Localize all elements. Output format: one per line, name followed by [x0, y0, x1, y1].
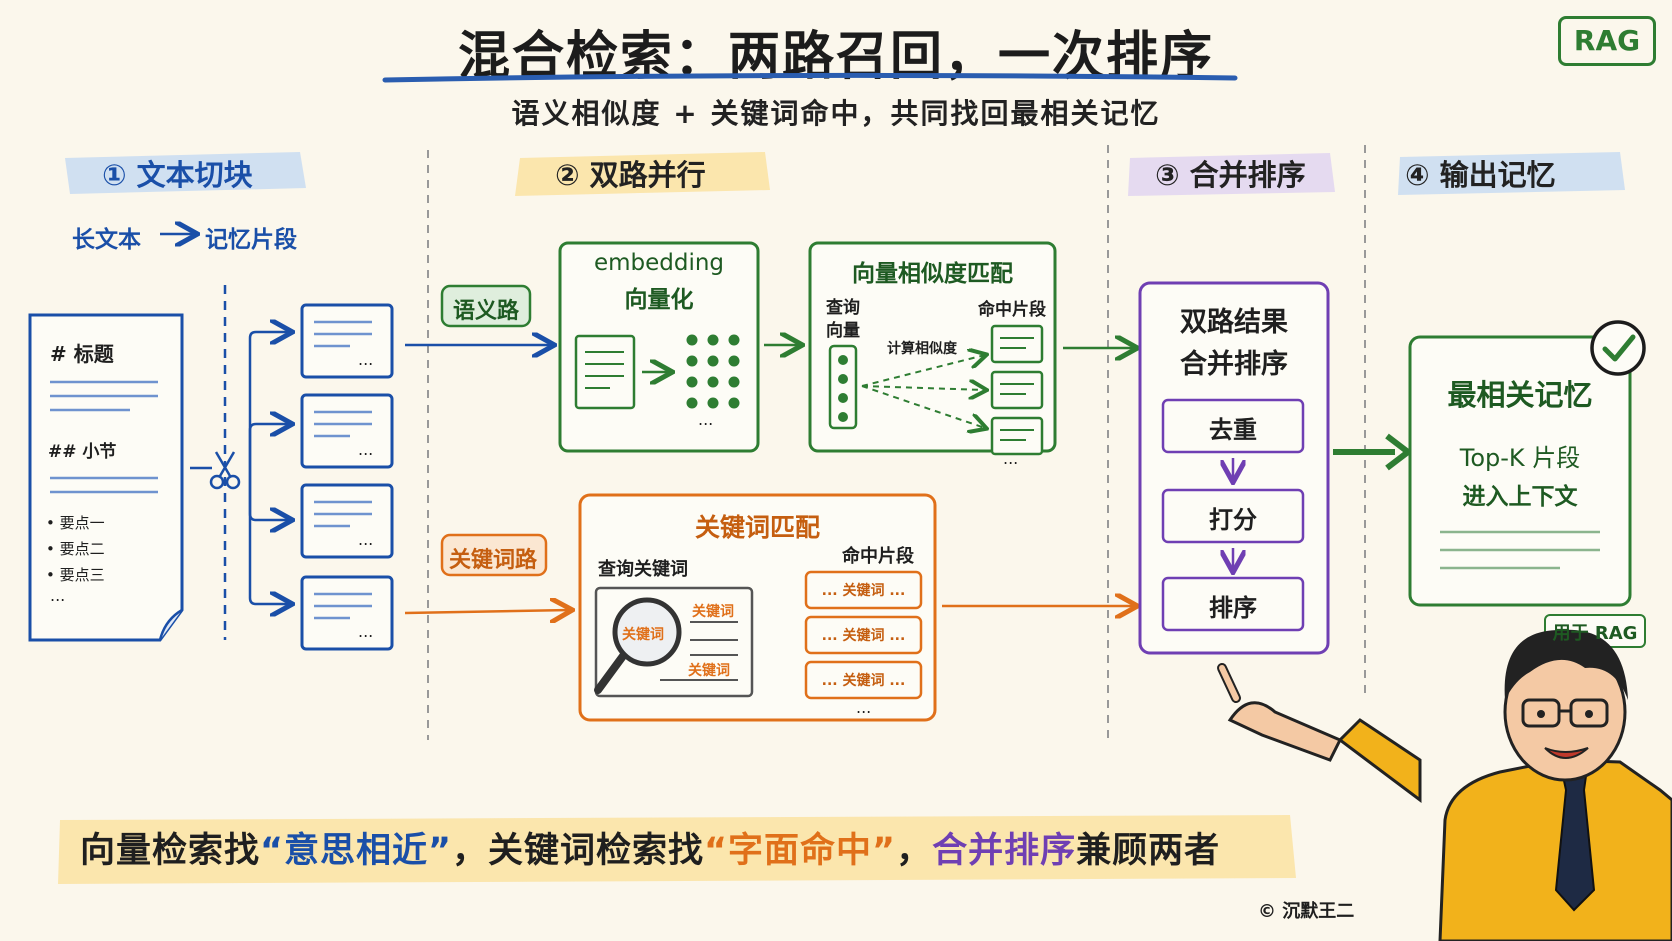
- title-underline: [382, 72, 1238, 83]
- summary-highlight-merge: 合并排序: [932, 831, 1077, 871]
- doc-point: • 要点二: [46, 540, 105, 558]
- doc-subheading: ## 小节: [48, 442, 117, 462]
- step-4-index: ④: [1405, 158, 1430, 192]
- embedding-more: ...: [698, 410, 714, 429]
- output-line-1: Top-K 片段: [1459, 444, 1581, 472]
- summary-highlight-keyword: “字面命中”: [704, 831, 897, 871]
- keyword-hit-label: 命中片段: [842, 546, 914, 567]
- step-band-2: [515, 152, 770, 196]
- keyword-match-title: 关键词匹配: [694, 513, 820, 542]
- step-band-4: [1398, 152, 1625, 195]
- step-3-index: ③: [1155, 158, 1180, 192]
- rag-badge: RAG: [1558, 16, 1656, 66]
- keyword-tag: 关键词: [622, 627, 664, 643]
- chunk-more: ...: [358, 622, 374, 641]
- scissors-icon: [209, 451, 241, 490]
- step-1-index: ①: [102, 158, 127, 192]
- keyword-hit-text: ... 关键词 ...: [821, 628, 906, 644]
- doc-more: ...: [50, 586, 66, 605]
- chunk-branch: [248, 332, 290, 468]
- credit: © 沉默王二: [1258, 901, 1355, 922]
- summary-part: ，: [896, 831, 933, 871]
- keyword-route-tag: [440, 533, 548, 577]
- magnifier-icon: [594, 597, 682, 694]
- doc-point: • 要点三: [46, 566, 105, 584]
- chunk-card: [300, 303, 394, 379]
- merge-op-sort: 排序: [1209, 594, 1257, 622]
- doc-heading: # 标题: [50, 342, 114, 366]
- chunk-card: [300, 393, 394, 469]
- merge-op-box: [1161, 398, 1305, 454]
- output-line-2: 进入上下文: [1462, 484, 1578, 510]
- step-2-label: ② 双路并行: [555, 152, 706, 194]
- step-1-label: ①① 文本切块: [102, 152, 253, 194]
- keyword-hit-card: [804, 615, 923, 655]
- step-1-text: 文本切块: [136, 158, 253, 192]
- chunk-card: [300, 483, 394, 559]
- semantic-hit-more: ...: [1003, 449, 1019, 468]
- page-subtitle: 语义相似度 + 关键词命中，共同找回最相关记忆: [511, 97, 1161, 130]
- merge-op-score: 打分: [1209, 506, 1257, 534]
- bottom-summary: 向量检索找“意思相近”，关键词检索找“字面命中”，合并排序兼顾两者: [80, 822, 1220, 873]
- keyword-tag: 关键词: [692, 604, 734, 620]
- merge-title-line-1: 双路结果: [1180, 307, 1288, 338]
- check-icon: [1590, 320, 1646, 376]
- chunk-more: ...: [358, 440, 374, 459]
- step-3-text: 合并排序: [1189, 158, 1306, 192]
- presenter-illustration: [1217, 629, 1672, 941]
- caption-to: 记忆片段: [205, 227, 297, 253]
- vector-match-title: 向量相似度匹配: [852, 261, 1013, 287]
- keyword-hit-text: ... 关键词 ...: [821, 673, 906, 689]
- step-band-3: [1128, 153, 1335, 196]
- compute-similarity-label: 计算相似度: [887, 341, 957, 357]
- semantic-hit-label: 命中片段: [978, 300, 1046, 320]
- keyword-route-arrow: [404, 610, 570, 613]
- vector-dots-icon: [686, 334, 740, 409]
- keyword-route-label: 关键词路: [449, 548, 538, 573]
- keyword-hit-card: [804, 660, 923, 700]
- step-2-text: 双路并行: [589, 158, 706, 192]
- step-band-1: [65, 152, 306, 194]
- step-4-label: ④ 输出记忆: [1405, 152, 1556, 194]
- chunk-more: ...: [358, 530, 374, 549]
- semantic-hit-card: [990, 416, 1044, 456]
- summary-highlight-semantic: “意思相近”: [260, 831, 453, 871]
- step-4-text: 输出记忆: [1439, 158, 1556, 192]
- chunk-card: [300, 575, 394, 651]
- step-3-label: ③ 合并排序: [1155, 152, 1306, 194]
- keyword-tag: 关键词: [688, 663, 730, 679]
- keyword-hit-text: ... 关键词 ...: [821, 583, 906, 599]
- caption-from: 长文本: [72, 227, 141, 253]
- query-vector-label: 查询: [826, 298, 860, 318]
- bottom-banner-band: [58, 815, 1296, 884]
- long-document-icon: [28, 313, 184, 642]
- embedding-title-zh: 向量化: [624, 287, 694, 313]
- merge-op-dedupe: 去重: [1209, 416, 1257, 444]
- keyword-query-label: 查询关键词: [598, 559, 688, 580]
- merge-op-box: [1161, 576, 1305, 632]
- query-vector-label: 向量: [826, 321, 860, 341]
- summary-part: ，关键词检索找: [452, 831, 705, 871]
- keyword-hit-more: ...: [856, 698, 872, 717]
- summary-part: 兼顾两者: [1076, 831, 1221, 871]
- semantic-route-label: 语义路: [453, 299, 520, 324]
- output-box: [1408, 335, 1632, 607]
- chunk-more: ...: [358, 350, 374, 369]
- semantic-hit-card: [990, 324, 1044, 364]
- merge-title-line-2: 合并排序: [1180, 349, 1288, 380]
- rag-tag: 用于 RAG: [1552, 623, 1638, 644]
- embedding-doc-icon: [574, 334, 636, 410]
- doc-point: • 要点一: [46, 514, 105, 532]
- merge-op-box: [1161, 488, 1305, 544]
- output-title: 最相关记忆: [1447, 378, 1593, 412]
- semantic-hit-card: [990, 370, 1044, 410]
- embedding-title-en: embedding: [593, 250, 725, 276]
- query-vector-icon: [828, 344, 858, 430]
- summary-part: 向量检索找: [80, 831, 261, 871]
- keyword-hit-card: [804, 570, 923, 610]
- semantic-route-tag: [440, 284, 532, 328]
- step-2-index: ②: [555, 158, 580, 192]
